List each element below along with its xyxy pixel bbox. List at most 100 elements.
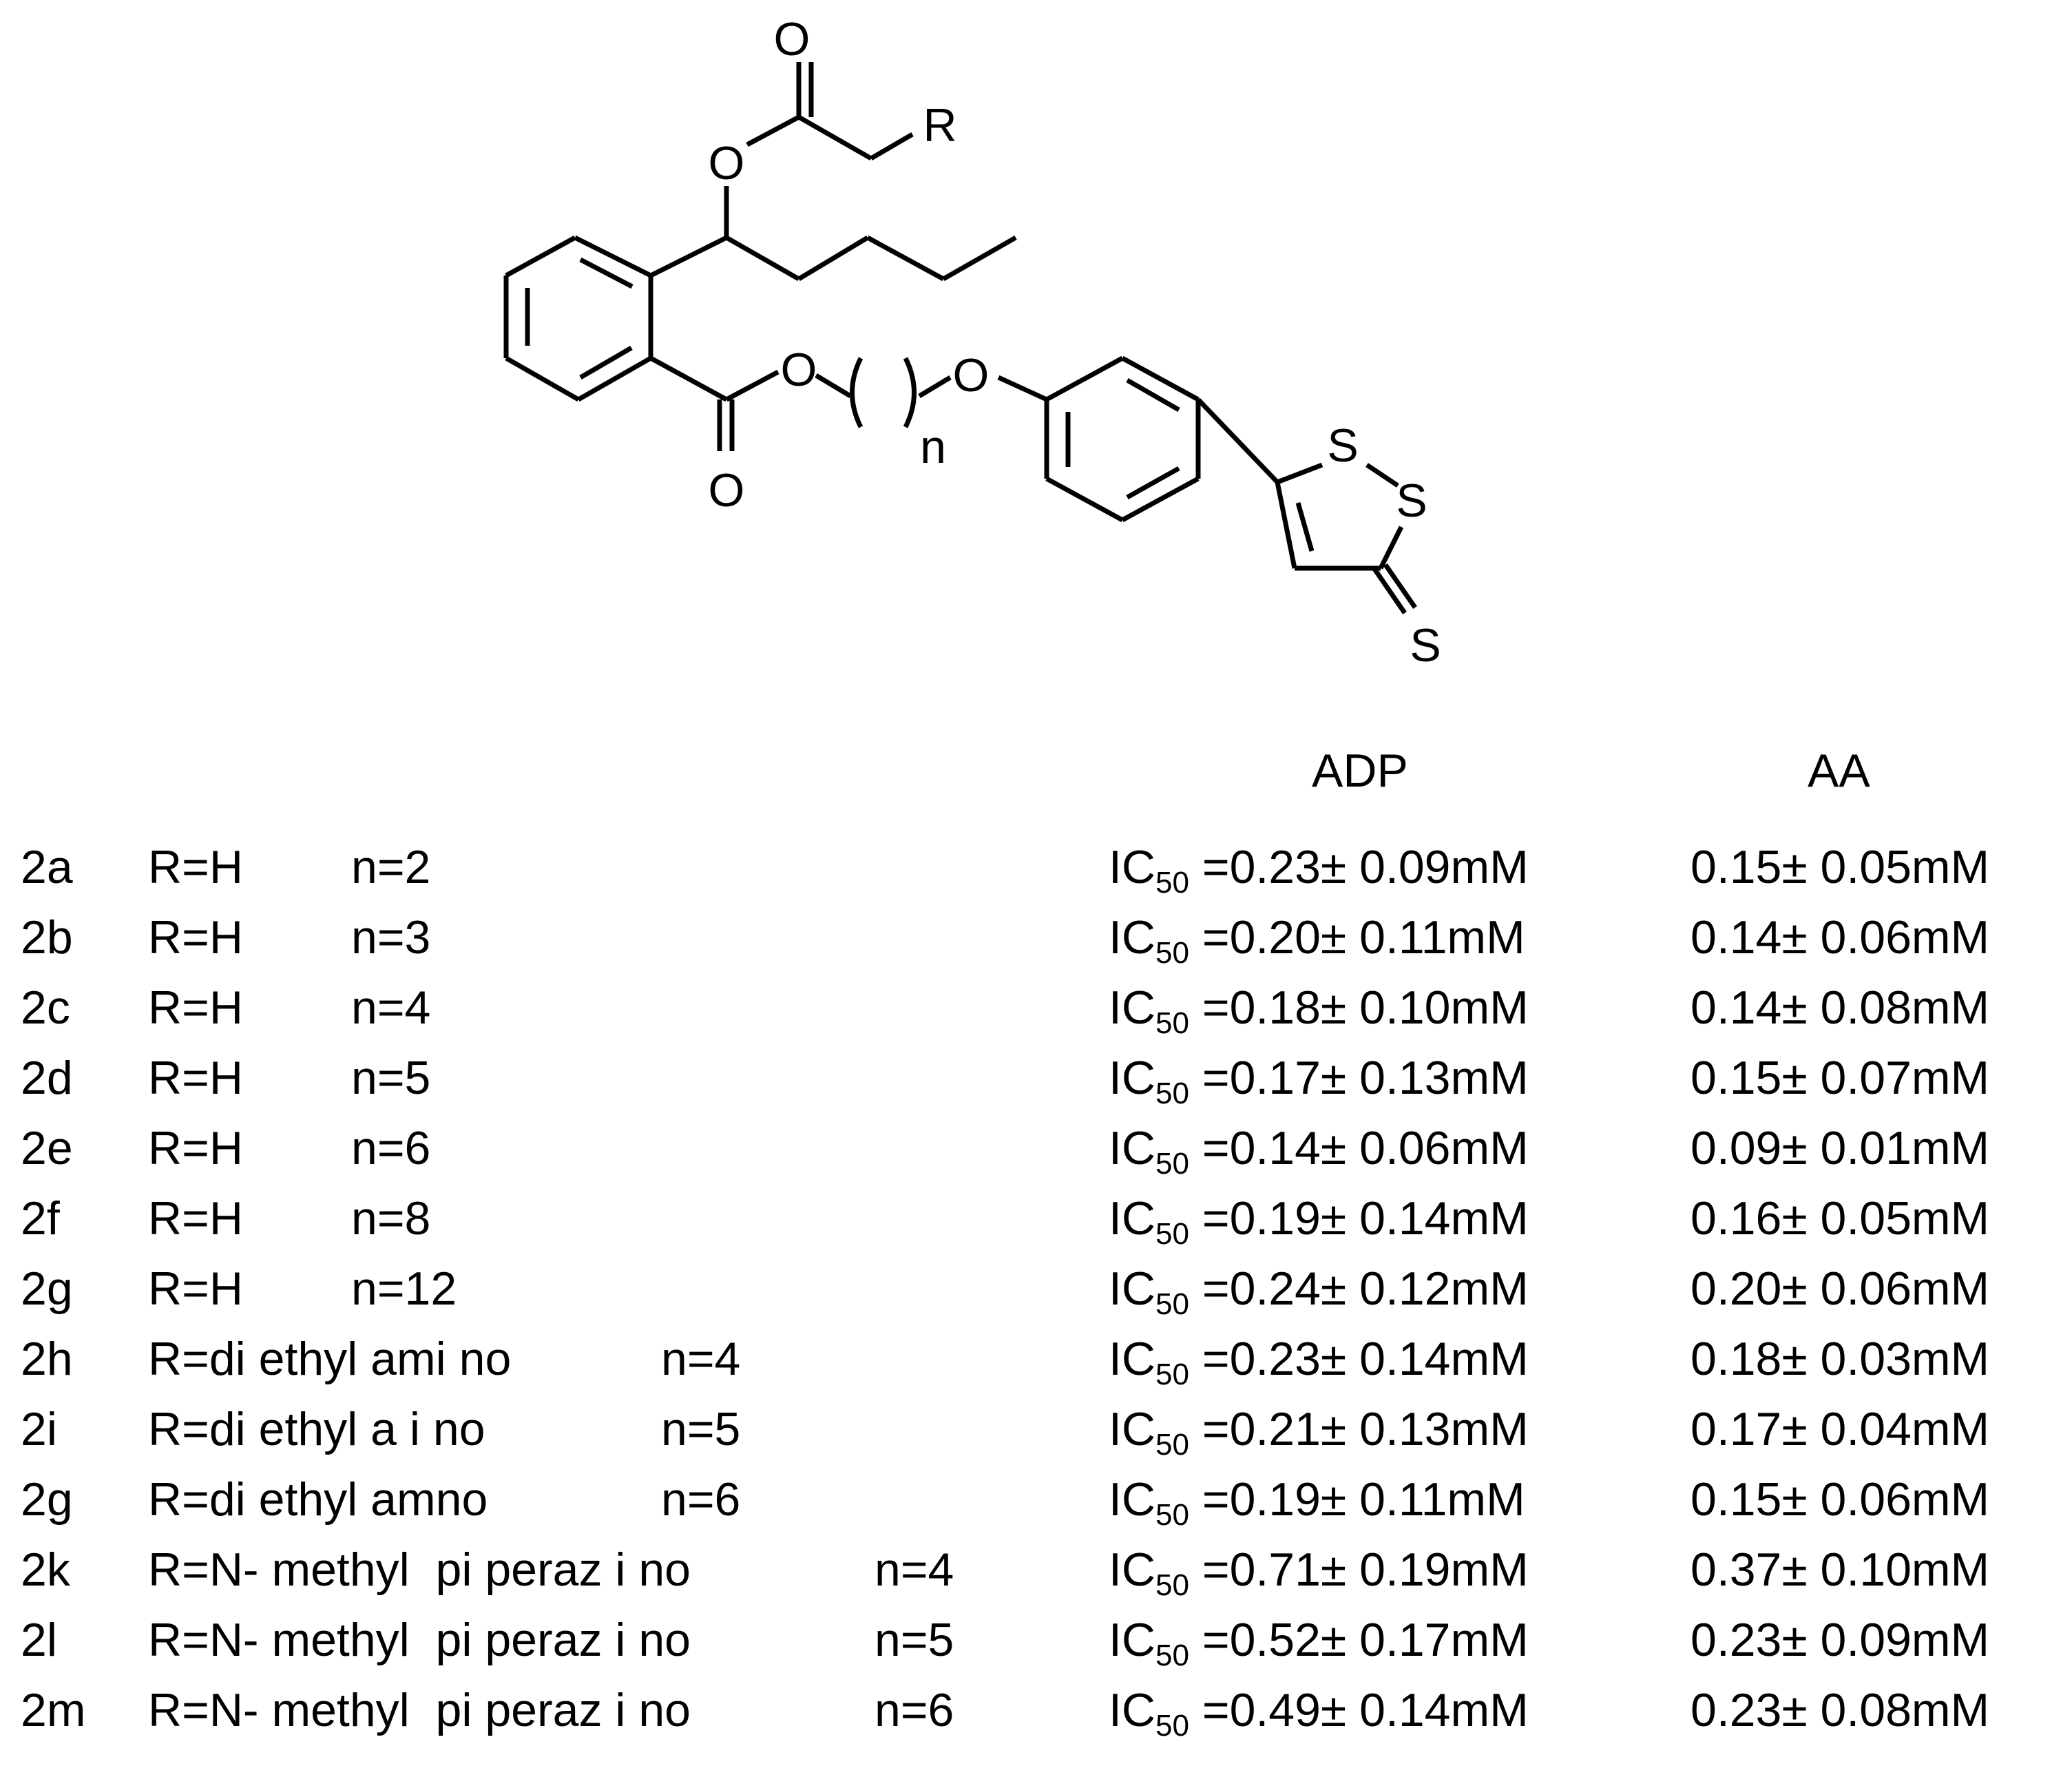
ic-subscript: 50 (1155, 1498, 1189, 1532)
adp-value: =0.23± 0.14mM (1202, 1333, 1529, 1385)
adp-value: =0.71± 0.19mM (1202, 1544, 1529, 1596)
aa-value: 0.16± 0.05mM (1691, 1192, 1990, 1245)
r-group-text: R=di ethyl amno (148, 1473, 488, 1526)
subscript-n: n (920, 421, 946, 473)
header-aa: AA (1808, 745, 1870, 797)
adp-value: =0.18± 0.10mM (1202, 981, 1529, 1034)
r-group-text: R=H (148, 841, 243, 893)
atom-s1: S (1327, 419, 1358, 472)
aa-value: 0.23± 0.08mM (1691, 1684, 1990, 1736)
ic-label: IC (1109, 981, 1155, 1034)
ic-label: IC (1109, 1403, 1155, 1455)
adp-ic50-cell: IC50 =0.19± 0.14mM (1109, 1192, 1529, 1251)
n-value: n=4 (661, 1333, 741, 1385)
atom-o-ester-top: O (709, 137, 745, 189)
dithiolethione-ring (1196, 397, 1417, 614)
adp-value: =0.52± 0.17mM (1202, 1614, 1529, 1666)
ic-label: IC (1109, 1263, 1155, 1315)
n-value: n=4 (875, 1544, 954, 1596)
compound-id: 2k (21, 1544, 70, 1596)
benzene-ring-a (503, 235, 653, 402)
header-adp: ADP (1312, 745, 1408, 797)
atom-r-group: R (923, 99, 956, 152)
table-row: 2m R=N- methyl pi peraz i no n=6 IC50 =0.49… (0, 1683, 2072, 1752)
adp-value: =0.17± 0.13mM (1202, 1052, 1529, 1104)
ic-subscript: 50 (1155, 1217, 1189, 1251)
adp-ic50-cell: IC50 =0.49± 0.14mM (1109, 1683, 1529, 1743)
adp-value: =0.14± 0.06mM (1202, 1122, 1529, 1174)
compound-id: 2m (21, 1684, 86, 1736)
ic-label: IC (1109, 1052, 1155, 1104)
r-group-text: R=di ethyl ami no (148, 1333, 512, 1385)
r-group-text: R=H (148, 981, 243, 1034)
benzene-ring-b (1044, 355, 1201, 523)
adp-value: =0.20± 0.11mM (1202, 911, 1525, 964)
aa-value: 0.15± 0.07mM (1691, 1052, 1990, 1104)
aa-value: 0.15± 0.06mM (1691, 1473, 1990, 1526)
n-value: n=2 (351, 841, 431, 893)
ic-subscript: 50 (1155, 1077, 1189, 1110)
r-group-text: R=H (148, 911, 243, 964)
ic-label: IC (1109, 1684, 1155, 1736)
compound-id: 2d (21, 1052, 73, 1104)
ic-label: IC (1109, 1192, 1155, 1245)
ic-subscript: 50 (1155, 1147, 1189, 1181)
adp-ic50-cell: IC50 =0.52± 0.17mM (1109, 1613, 1529, 1673)
ic-subscript: 50 (1155, 1287, 1189, 1321)
ic-subscript: 50 (1155, 1358, 1189, 1391)
ic-subscript: 50 (1155, 1709, 1189, 1743)
r-group-text: R=H (148, 1052, 243, 1104)
linker-chain (649, 355, 1048, 451)
n-value: n=6 (875, 1684, 954, 1736)
atom-o-ether: O (953, 349, 990, 402)
ic-label: IC (1109, 1614, 1155, 1666)
compound-id: 2a (21, 841, 73, 893)
alkyl-ester-chain (649, 62, 1017, 282)
compound-id: 2i (21, 1403, 57, 1455)
n-value: n=5 (875, 1614, 954, 1666)
adp-ic50-cell: IC50 =0.23± 0.09mM (1109, 840, 1529, 900)
aa-value: 0.37± 0.10mM (1691, 1544, 1990, 1596)
ic-subscript: 50 (1155, 1639, 1189, 1672)
adp-ic50-cell: IC50 =0.17± 0.13mM (1109, 1051, 1529, 1111)
adp-value: =0.19± 0.11mM (1202, 1473, 1525, 1526)
table-row: 2l R=N- methyl pi peraz i no n=5 IC50 =0.52… (0, 1613, 2072, 1682)
adp-ic50-cell: IC50 =0.24± 0.12mM (1109, 1262, 1529, 1322)
adp-ic50-cell: IC50 =0.71± 0.19mM (1109, 1543, 1529, 1603)
compound-id: 2e (21, 1122, 73, 1174)
ic-subscript: 50 (1155, 1568, 1189, 1602)
adp-ic50-cell: IC50 =0.21± 0.13mM (1109, 1402, 1529, 1462)
ic-subscript: 50 (1155, 1428, 1189, 1462)
r-group-text: R=H (148, 1122, 243, 1174)
n-value: n=12 (351, 1263, 457, 1315)
atom-o-ester-bottom: O (781, 344, 817, 396)
atom-s2: S (1396, 475, 1427, 527)
adp-value: =0.49± 0.14mM (1202, 1684, 1529, 1736)
atom-o-carbonyl-bottom: O (709, 464, 745, 517)
adp-ic50-cell: IC50 =0.19± 0.11mM (1109, 1473, 1525, 1533)
aa-value: 0.23± 0.09mM (1691, 1614, 1990, 1666)
n-value: n=8 (351, 1192, 431, 1245)
n-value: n=6 (661, 1473, 741, 1526)
aa-value: 0.20± 0.06mM (1691, 1263, 1990, 1315)
adp-ic50-cell: IC50 =0.14± 0.06mM (1109, 1121, 1529, 1181)
ic-label: IC (1109, 1544, 1155, 1596)
table-row: 2k R=N- methyl pi peraz i no n=4 IC50 =0.71… (0, 1543, 2072, 1612)
ic-subscript: 50 (1155, 1006, 1189, 1040)
adp-value: =0.19± 0.14mM (1202, 1192, 1529, 1245)
aa-value: 0.15± 0.05mM (1691, 841, 1990, 893)
ic-label: IC (1109, 1333, 1155, 1385)
compound-id: 2l (21, 1614, 57, 1666)
r-group-text: R=N- methyl pi peraz i no (148, 1544, 691, 1596)
ic-label: IC (1109, 1122, 1155, 1174)
r-group-text: R=N- methyl pi peraz i no (148, 1684, 691, 1736)
ic-label: IC (1109, 911, 1155, 964)
ic-subscript: 50 (1155, 936, 1189, 970)
adp-ic50-cell: IC50 =0.23± 0.14mM (1109, 1332, 1529, 1392)
r-group-text: R=N- methyl pi peraz i no (148, 1614, 691, 1666)
aa-value: 0.14± 0.06mM (1691, 911, 1990, 964)
